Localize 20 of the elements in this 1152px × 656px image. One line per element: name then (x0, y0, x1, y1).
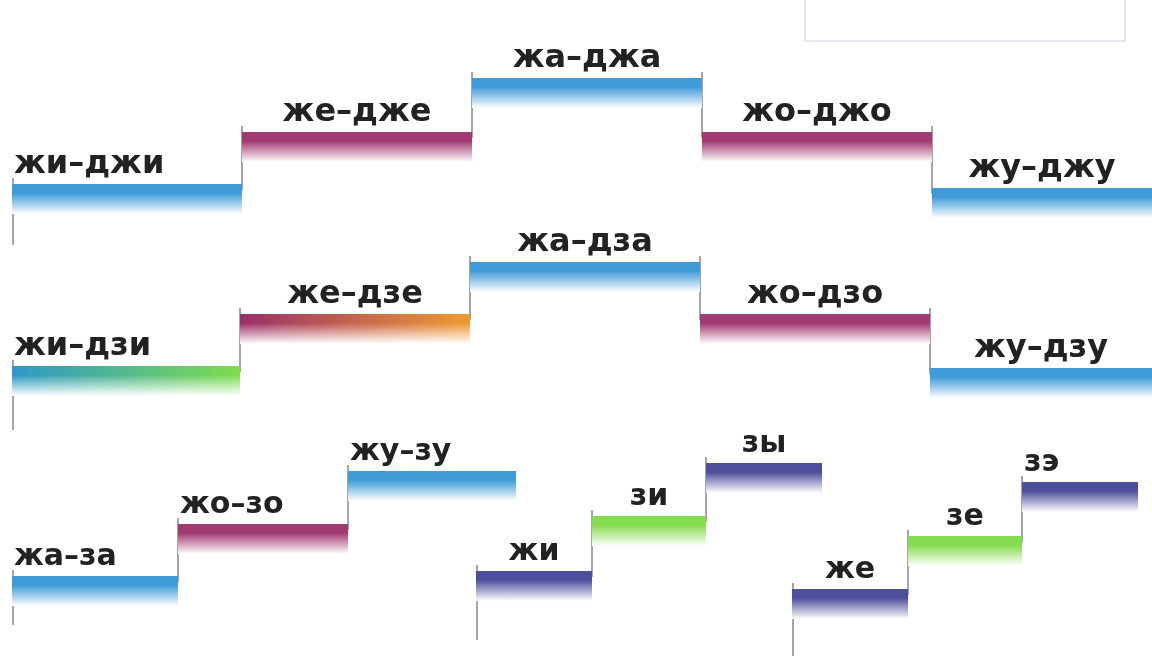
syllable-pair-label: жи (507, 531, 561, 569)
syllable-pair-label: жа–за (13, 536, 118, 574)
syllable-pair-label: жи–дзи (13, 324, 153, 365)
syllable-pair-label: жи–джи (13, 142, 166, 183)
syllable-pair-label: зэ (1023, 442, 1061, 480)
syllable-pair-label: жа–дза (516, 220, 654, 261)
syllable-pair-label: же (823, 549, 877, 587)
syllable-pair-label: жу–джу (967, 146, 1117, 187)
empty-frame (804, 0, 1126, 42)
syllable-pair-label: жу–зу (349, 431, 453, 469)
syllable-pair-label: зы (740, 423, 788, 461)
syllable-pair-label: зе (945, 496, 985, 534)
syllable-pair-label: жу–дзу (973, 326, 1109, 367)
syllable-pair-label: жо–джо (741, 90, 893, 131)
syllable-pair-label: жа–джа (511, 36, 663, 77)
syllable-pair-label: зи (628, 476, 670, 514)
syllable-pair-label: жо–зо (179, 484, 285, 522)
syllable-pair-label: же–дже (281, 90, 433, 131)
syllable-pair-label: же–дзе (286, 272, 424, 313)
syllable-pair-label: жо–дзо (745, 272, 885, 313)
